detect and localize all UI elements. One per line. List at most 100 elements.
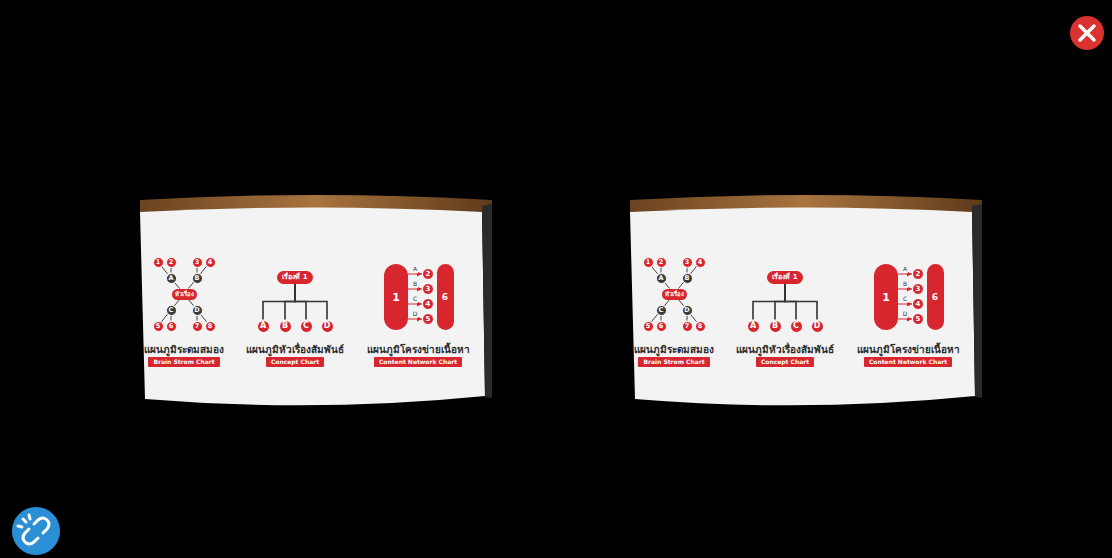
chart-title: แผนภูมิระดมสมอง [144, 344, 224, 355]
content-circle: 5 [422, 313, 434, 325]
number-circle: 7 [682, 321, 693, 332]
number-circle: 4 [205, 257, 216, 268]
node-text: 4 [698, 259, 703, 266]
node-text: B [685, 275, 690, 282]
arrow-label: D [412, 311, 419, 318]
subtopic-circle: B [769, 320, 782, 333]
close-button [1070, 16, 1104, 50]
chart-name-band: Brain Strom Chart [148, 357, 219, 367]
node-text: C [303, 322, 309, 330]
node-text: A [658, 275, 663, 282]
node-text: 5 [156, 323, 161, 330]
branch-circle: A [656, 273, 667, 284]
branch-circle: B [682, 273, 693, 284]
branch-circle: B [192, 273, 203, 284]
connector [285, 284, 295, 320]
content-circle: 4 [422, 298, 434, 310]
node-text: 2 [169, 259, 174, 266]
connector [664, 300, 669, 306]
connector [687, 268, 688, 273]
node-text: Concept Chart [271, 359, 319, 365]
content-circle: 2 [422, 268, 434, 280]
number-circle: 3 [682, 257, 693, 268]
connector [197, 268, 198, 273]
number-circle: 2 [166, 257, 177, 268]
node-text: B [282, 322, 288, 330]
node-text: 5 [646, 323, 651, 330]
arrow-label: B [902, 281, 908, 288]
node-text: เรื่องที่ 1 [282, 274, 307, 281]
connector [775, 284, 785, 320]
connector [687, 316, 688, 321]
chart-title: แผนภูมิโครงข่ายเนื้อหา [857, 344, 960, 355]
node-text: Content Network Chart [379, 359, 457, 365]
branch-circle: A [166, 273, 177, 284]
node-text: A [168, 275, 173, 282]
number-circle: 6 [656, 321, 667, 332]
node-text: D [194, 307, 199, 314]
node-text: 5 [916, 316, 921, 323]
node-text: A [750, 322, 756, 330]
connector [174, 282, 179, 288]
frame-side [972, 204, 982, 398]
node-text: B [772, 322, 778, 330]
content-bar: 6 [437, 264, 454, 330]
node-text: D [324, 322, 331, 330]
connector [161, 314, 167, 321]
node-text: 2 [659, 259, 664, 266]
connector [161, 266, 167, 273]
connector [664, 282, 669, 288]
number-circle: 8 [695, 321, 706, 332]
connector [661, 316, 662, 321]
branch-circle: C [656, 305, 667, 316]
subtopic-circle: C [300, 320, 313, 333]
subtopic-circle: A [257, 320, 270, 333]
branch-circle: D [682, 305, 693, 316]
topic-pill: หัวเรื่อง [172, 289, 197, 300]
node-text: Content Network Chart [869, 359, 947, 365]
node-text: C [659, 307, 664, 314]
arrow-label: D [902, 311, 909, 318]
topic-pill: เรื่องที่ 1 [767, 271, 802, 284]
arrow-label: C [412, 296, 418, 303]
number-circle: 1 [643, 257, 654, 268]
node-text: B [195, 275, 200, 282]
chart-name-band: Brain Strom Chart [638, 357, 709, 367]
node-text: 1 [156, 259, 161, 266]
frame-side [482, 204, 492, 398]
node-text: 2 [916, 271, 921, 278]
chart-title: แผนภูมิหัวเรื่องสัมพันธ์ [246, 344, 344, 355]
node-text: 6 [169, 323, 174, 330]
connector [785, 284, 817, 320]
node-text: C [169, 307, 174, 314]
content-circle: 3 [422, 283, 434, 295]
chart-title: แผนภูมิหัวเรื่องสัมพันธ์ [736, 344, 834, 355]
subtopic-circle: C [790, 320, 803, 333]
number-circle: 6 [166, 321, 177, 332]
number-circle: 1 [153, 257, 164, 268]
number-circle: 2 [656, 257, 667, 268]
connector [171, 316, 172, 321]
node-text: 3 [195, 259, 200, 266]
chart-name-band: Content Network Chart [374, 357, 462, 367]
node-text: หัวเรื่อง [175, 291, 194, 297]
branch-circle: D [192, 305, 203, 316]
content-circle: 3 [912, 283, 924, 295]
node-text: เรื่องที่ 1 [772, 274, 797, 281]
connector [661, 268, 662, 273]
number-circle: 4 [695, 257, 706, 268]
content-bar: 1 [384, 264, 408, 330]
arrow-label: C [902, 296, 908, 303]
number-circle: 7 [192, 321, 203, 332]
arrow-label: A [412, 266, 418, 273]
node-text: 4 [426, 301, 431, 308]
connector [188, 300, 193, 306]
number-circle: 5 [153, 321, 164, 332]
connector [898, 319, 912, 320]
number-circle: 5 [643, 321, 654, 332]
connector [898, 274, 912, 275]
chart-title: แผนภูมิโครงข่ายเนื้อหา [367, 344, 470, 355]
node-text: 3 [916, 286, 921, 293]
